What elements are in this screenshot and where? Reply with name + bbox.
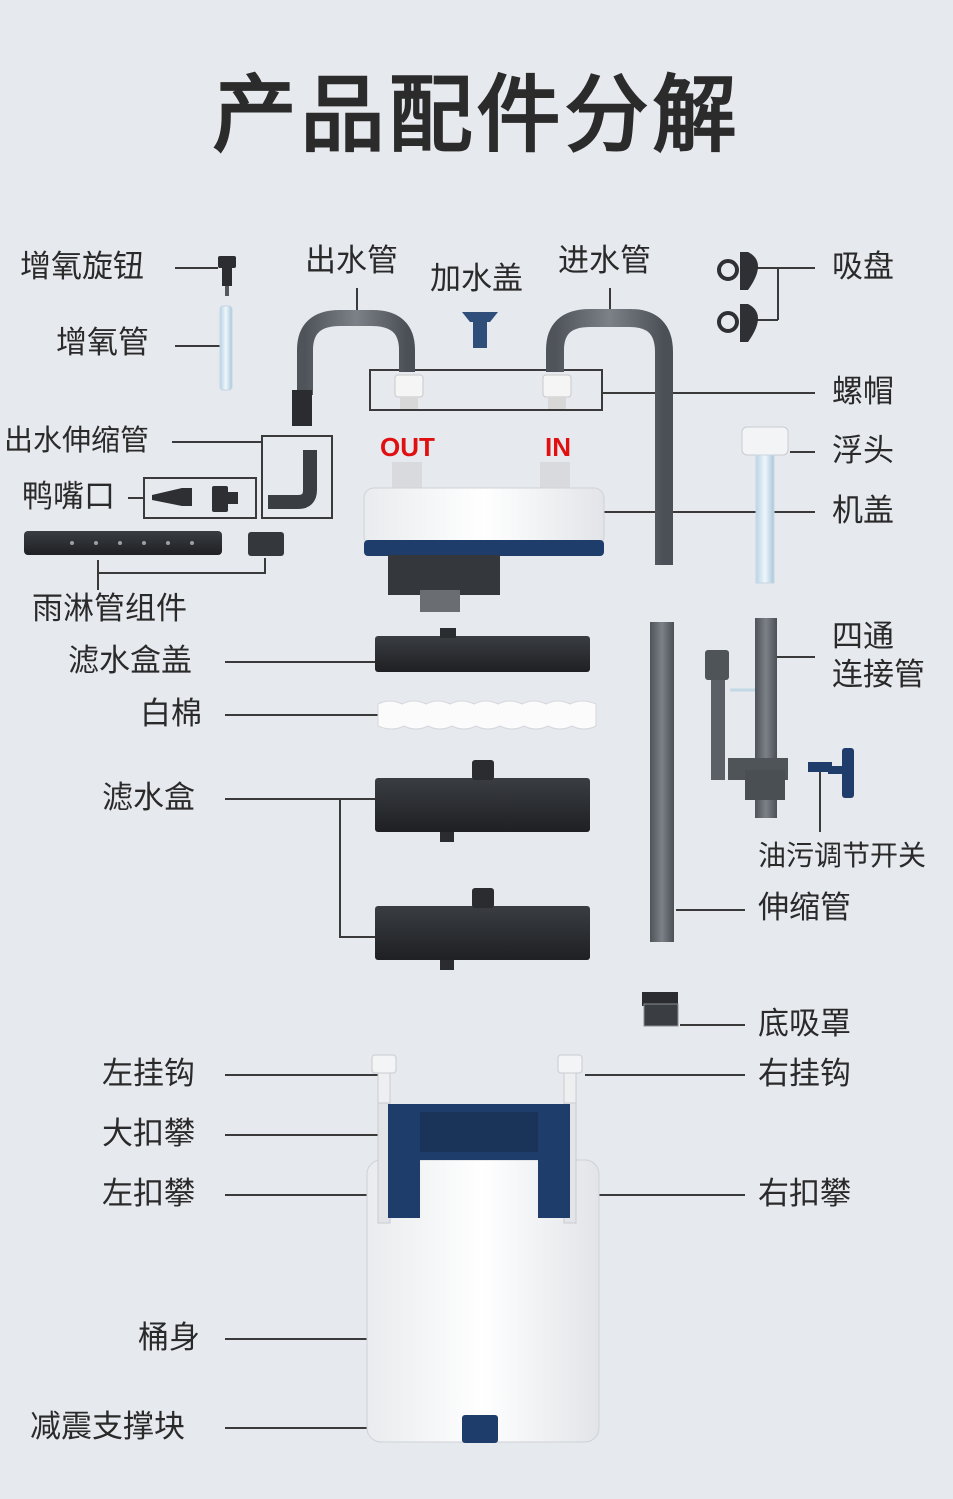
port-out-label: OUT xyxy=(380,432,435,462)
label-four-way-2: 连接管 xyxy=(832,657,925,693)
label-left-clasp: 左扣攀 xyxy=(102,1176,195,1212)
telescopic-pipe-part xyxy=(650,622,674,942)
bottom-cover-part xyxy=(642,992,679,1027)
filter-lid-part xyxy=(375,628,590,672)
label-aeration-tube: 增氧管 xyxy=(56,325,149,361)
port-in-label: IN xyxy=(545,432,571,462)
label-inlet-pipe: 进水管 xyxy=(558,243,651,279)
inlet-pipe-part xyxy=(546,309,673,565)
label-right-clasp: 右扣攀 xyxy=(758,1176,851,1212)
label-outlet-pipe: 出水管 xyxy=(305,243,398,279)
label-bottom-cover: 底吸罩 xyxy=(758,1006,851,1042)
white-cotton-part xyxy=(377,700,597,730)
label-right-hook: 右挂钩 xyxy=(758,1056,851,1092)
nut-part-left xyxy=(394,374,424,409)
oil-switch-part xyxy=(808,748,854,798)
label-filter-box: 滤水盒 xyxy=(102,780,195,816)
label-duckbill: 鸭嘴口 xyxy=(22,479,115,515)
label-white-cotton: 白棉 xyxy=(140,696,202,732)
spray-bar-part xyxy=(24,531,284,556)
label-float-head: 浮头 xyxy=(832,433,894,469)
label-motor-cover: 机盖 xyxy=(832,493,894,529)
label-suction-cup: 吸盘 xyxy=(832,249,894,285)
filter-box-part-2 xyxy=(375,888,590,970)
duckbill-part xyxy=(152,486,238,512)
label-shock-pad: 减震支撑块 xyxy=(30,1409,185,1445)
outlet-pipe-end xyxy=(292,390,312,426)
label-left-hook: 左挂钩 xyxy=(102,1056,195,1092)
label-outlet-extension: 出水伸缩管 xyxy=(4,423,150,457)
label-bucket-body: 桶身 xyxy=(138,1320,200,1356)
label-nut: 螺帽 xyxy=(832,374,894,410)
label-aeration-knob: 增氧旋钮 xyxy=(20,249,144,285)
aeration-tube-part xyxy=(219,305,233,391)
outlet-extension-part xyxy=(268,450,317,509)
suction-cups-part xyxy=(717,252,758,342)
label-water-cap: 加水盖 xyxy=(430,261,523,297)
water-cap-part xyxy=(462,312,498,348)
bucket-body-part xyxy=(366,1159,600,1443)
float-head-part xyxy=(741,426,789,584)
clasps-part xyxy=(388,1104,570,1218)
label-spray-bar: 雨淋管组件 xyxy=(32,591,187,627)
label-big-clasp: 大扣攀 xyxy=(102,1116,195,1152)
left-hook-part xyxy=(371,1054,397,1224)
label-telescopic-pipe: 伸缩管 xyxy=(758,890,851,926)
page-title: 产品配件分解 xyxy=(212,66,741,164)
filter-box-part-1 xyxy=(375,760,590,842)
label-four-way-1: 四通 xyxy=(832,619,894,655)
label-filter-lid: 滤水盒盖 xyxy=(68,643,192,679)
leader-lines xyxy=(97,267,821,1429)
motor-cover-part xyxy=(363,462,605,612)
aeration-knob-part xyxy=(218,256,236,296)
four-way-connector-part xyxy=(705,618,788,818)
outlet-pipe-part xyxy=(297,310,415,395)
nut-part-right xyxy=(542,374,572,409)
label-oil-switch: 油污调节开关 xyxy=(758,839,927,872)
